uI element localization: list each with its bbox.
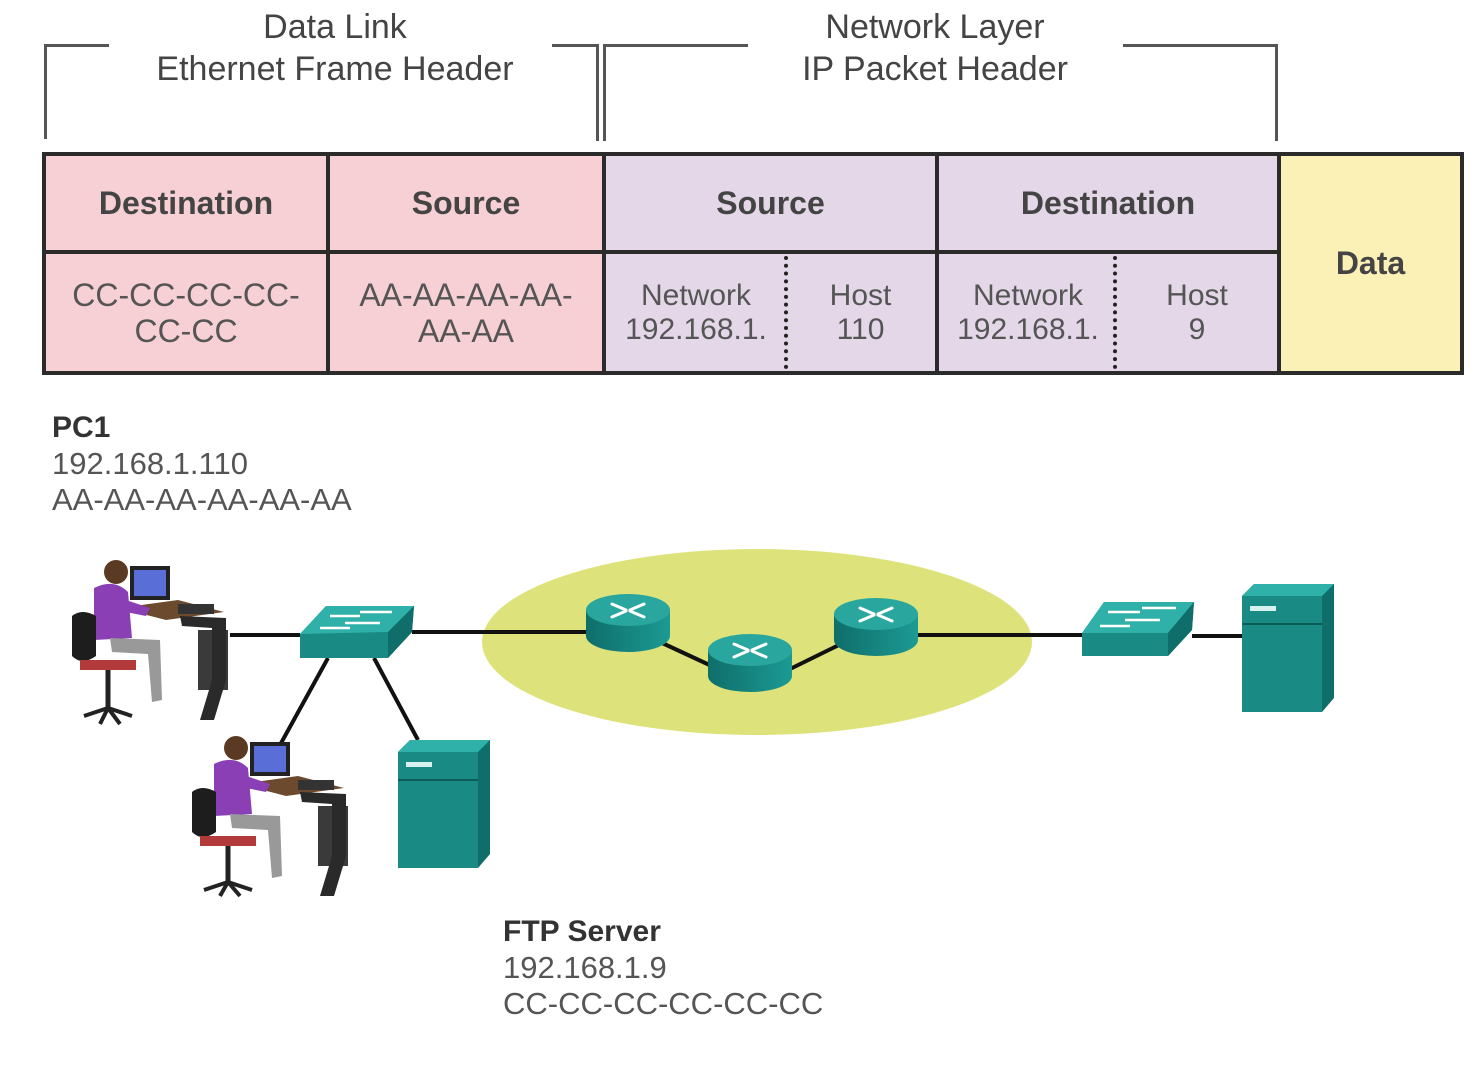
dest-ip-network: Network 192.168.1. — [939, 279, 1117, 347]
network-bracket-right — [1123, 44, 1278, 141]
ip-packet-header-title: IP Packet Header — [802, 50, 1068, 88]
dest-mac-header: Destination — [42, 152, 330, 254]
dest-ip-host-value: 9 — [1188, 312, 1206, 346]
link-switch-ftp — [372, 657, 420, 741]
network-bracket-left — [603, 44, 748, 141]
source-mac-header: Source — [326, 152, 606, 254]
router-icon — [708, 634, 792, 692]
server-icon — [1242, 584, 1334, 712]
link-switch-pc2 — [278, 657, 330, 746]
pc2-workstation-icon — [192, 736, 348, 898]
pc1-mac: AA-AA-AA-AA-AA-AA — [52, 482, 352, 517]
router-icon — [586, 594, 670, 652]
data-link-bracket-right — [552, 44, 599, 141]
link-router1-router2 — [659, 640, 717, 670]
network-layer-title: Network Layer — [825, 8, 1045, 46]
pc1-workstation-icon — [72, 560, 228, 726]
pc1-ip: 192.168.1.110 — [52, 446, 248, 481]
dest-ip-host: Host 9 — [1117, 279, 1277, 347]
source-ip-network-label: Network — [640, 278, 752, 312]
dest-ip-host-label: Host — [1166, 278, 1228, 312]
source-ip-network-value: 192.168.1. — [625, 312, 767, 346]
link-router2-router3 — [787, 640, 846, 672]
dest-ip-value: Network 192.168.1. Host 9 — [935, 250, 1281, 375]
network-bracket-label: Network Layer IP Packet Header — [740, 6, 1130, 90]
pc1-info: PC1 192.168.1.110 AA-AA-AA-AA-AA-AA — [52, 410, 352, 518]
source-ip-network: Network 192.168.1. — [606, 279, 786, 347]
ethernet-frame-header-title: Ethernet Frame Header — [156, 50, 514, 88]
source-ip-host-label: Host — [829, 278, 892, 312]
dest-mac-line1: CC-CC-CC-CC- — [72, 276, 300, 313]
switch-icon — [1082, 602, 1194, 656]
switch-icon — [300, 606, 414, 658]
source-ip-host-value: 110 — [836, 312, 885, 346]
dest-ip-divider — [1113, 256, 1117, 369]
router-icon — [834, 598, 918, 656]
dest-ip-network-value: 192.168.1. — [957, 312, 1099, 346]
data-link-title: Data Link — [263, 8, 407, 46]
ftp-server-info: FTP Server 192.168.1.9 CC-CC-CC-CC-CC-CC — [503, 914, 823, 1022]
ftp-server-icon — [398, 740, 490, 868]
source-mac-line2: AA-AA — [417, 312, 515, 349]
ftp-server-name: FTP Server — [503, 915, 661, 948]
data-cell: Data — [1277, 152, 1464, 375]
dest-mac-value: CC-CC-CC-CC- CC-CC — [42, 250, 330, 375]
source-mac-value: AA-AA-AA-AA- AA-AA — [326, 250, 606, 375]
dest-ip-header: Destination — [935, 152, 1281, 254]
ftp-server-ip: 192.168.1.9 — [503, 950, 667, 985]
source-ip-divider — [784, 256, 788, 369]
links — [230, 630, 1244, 746]
frame-header-table: Destination Source Source Destination Da… — [42, 152, 1464, 375]
pc1-name: PC1 — [52, 411, 111, 444]
source-mac-line1: AA-AA-AA-AA- — [359, 276, 573, 313]
ftp-server-mac: CC-CC-CC-CC-CC-CC — [503, 986, 824, 1021]
dest-ip-network-label: Network — [972, 278, 1084, 312]
source-ip-header: Source — [602, 152, 939, 254]
dest-mac-line2: CC-CC — [134, 312, 238, 349]
source-ip-value: Network 192.168.1. Host 110 — [602, 250, 939, 375]
data-link-bracket-label: Data Link Ethernet Frame Header — [110, 6, 560, 90]
source-ip-host: Host 110 — [786, 279, 935, 347]
network-topology — [72, 549, 1334, 898]
data-link-bracket-left — [44, 44, 109, 139]
